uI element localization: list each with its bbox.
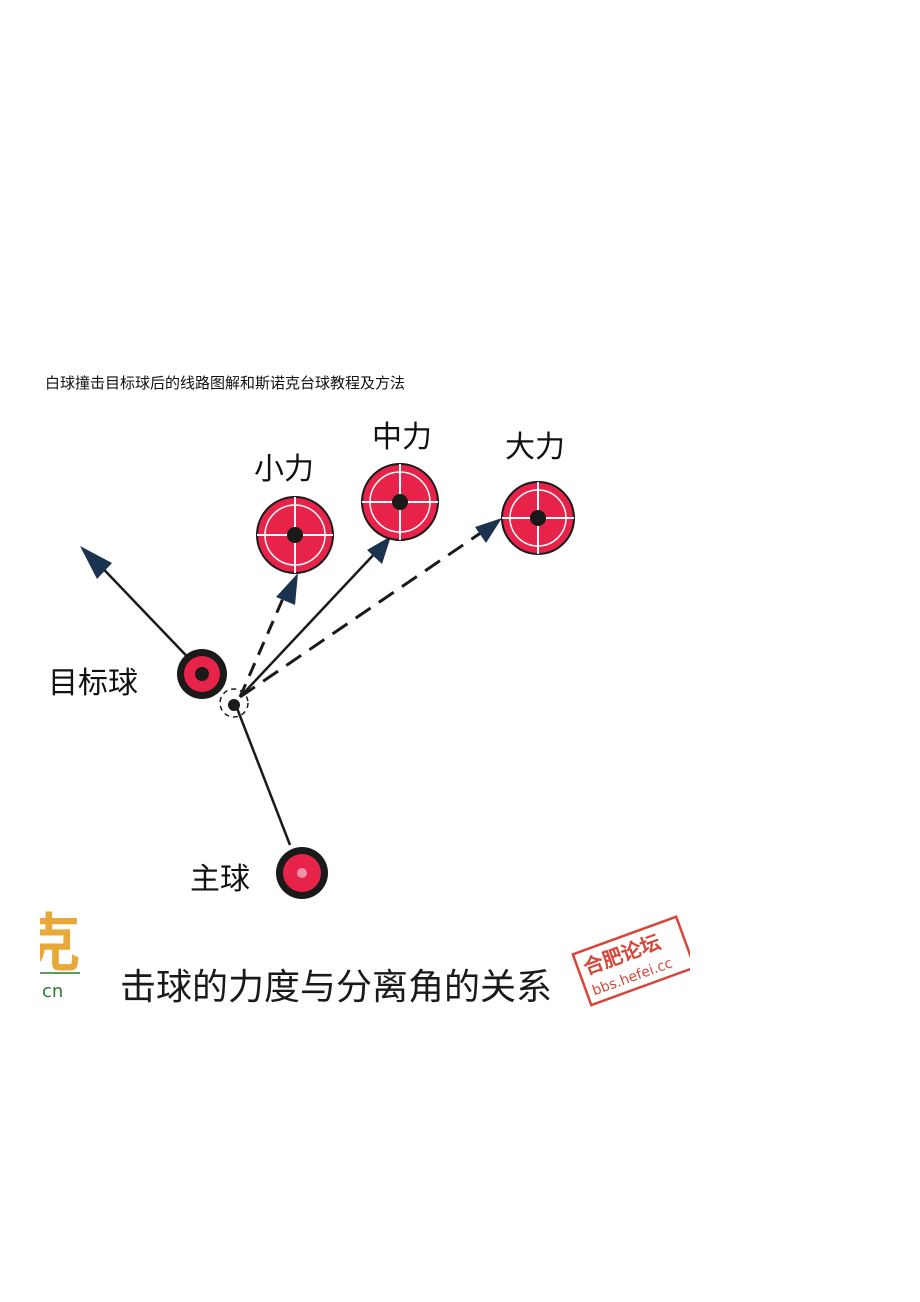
object-ball-arrowhead: [80, 546, 112, 579]
logo-url: cn: [42, 981, 63, 1002]
diagram-caption: 击球的力度与分离角的关系: [120, 967, 552, 1008]
label-small-force: 小力: [254, 452, 314, 487]
logo-text: 克: [40, 907, 80, 980]
trajectory-medium-force: [239, 549, 379, 698]
diagram-canvas: 小力 中力 大力 目标球 主球 克 cn 击球的力度与分离角的关系 合肥论坛 b…: [40, 420, 690, 1008]
contact-point: [228, 699, 240, 711]
arrowhead-medium-force: [367, 536, 391, 564]
billiards-diagram: 小力 中力 大力 目标球 主球 克 cn 击球的力度与分离角的关系 合肥论坛 b…: [40, 405, 690, 1025]
label-object-ball: 目标球: [48, 666, 138, 701]
arrowhead-small-force: [276, 573, 298, 605]
cue-ball-path: [233, 702, 292, 846]
label-cue-ball: 主球: [190, 862, 250, 897]
watermark-stamp: 合肥论坛 bbs.hefei.cc: [571, 915, 690, 1007]
page-title: 白球撞击目标球后的线路图解和斯诺克台球教程及方法: [45, 374, 406, 392]
trajectory-large-force: [239, 528, 486, 699]
label-medium-force: 中力: [372, 420, 432, 455]
arrowhead-large-force: [475, 518, 502, 543]
object-ball-direction-arrow: [89, 554, 201, 671]
ball-large-force: [501, 481, 575, 555]
ball-small-force: [256, 496, 334, 574]
object-ball: [177, 649, 227, 699]
contact-ghost-ball: [219, 688, 249, 718]
trajectory-small-force: [238, 586, 290, 698]
label-large-force: 大力: [505, 430, 565, 465]
cue-ball: [276, 847, 328, 899]
ball-medium-force: [361, 463, 439, 541]
logo-fragment: 克 cn: [40, 907, 80, 1002]
